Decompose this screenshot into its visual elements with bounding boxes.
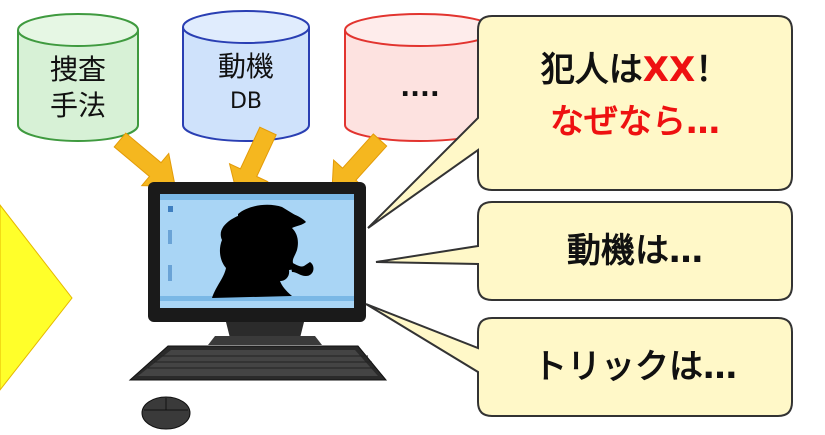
- arrow-other-to-computer: [331, 133, 388, 195]
- bubble-culprit-text: 犯人はXX！ なぜなら…: [480, 44, 790, 148]
- db-other-label: ....: [345, 72, 495, 104]
- db-motive-line1: 動機: [217, 50, 274, 83]
- bubble-culprit: [367, 15, 793, 229]
- bubble-culprit-prefix: 犯人は: [540, 50, 643, 90]
- bubble-trick: [365, 303, 793, 417]
- db-methods-label: 捜査 手法: [18, 52, 138, 124]
- bubble-culprit-highlight: XX: [642, 50, 696, 90]
- bubble-culprit-line1: 犯人はXX！: [480, 44, 790, 96]
- db-motive-label: 動機 DB: [183, 48, 309, 118]
- database-cylinder-motive: [182, 10, 310, 142]
- arrow-motive-to-computer: [228, 126, 277, 197]
- bubble-culprit-suffix: ！: [695, 50, 730, 90]
- db-methods-line2: 手法: [49, 89, 106, 122]
- big-yellow-arrow: [0, 204, 73, 391]
- bubble-trick-text: トリックは…: [533, 347, 737, 387]
- computer-icon: [128, 182, 388, 430]
- db-other-line1: ....: [400, 73, 440, 103]
- bubble-culprit-line2: なぜなら…: [550, 102, 720, 142]
- mouse-icon: [141, 396, 191, 430]
- db-methods-line1: 捜査: [49, 53, 106, 86]
- database-cylinder-methods: [17, 13, 139, 142]
- db-motive-line2: DB: [229, 89, 263, 114]
- detective-silhouette-icon: [212, 204, 314, 298]
- database-cylinder-other: [344, 13, 496, 142]
- bubble-motive-text: 動機は…: [567, 231, 703, 271]
- bubble-motive: [375, 201, 793, 301]
